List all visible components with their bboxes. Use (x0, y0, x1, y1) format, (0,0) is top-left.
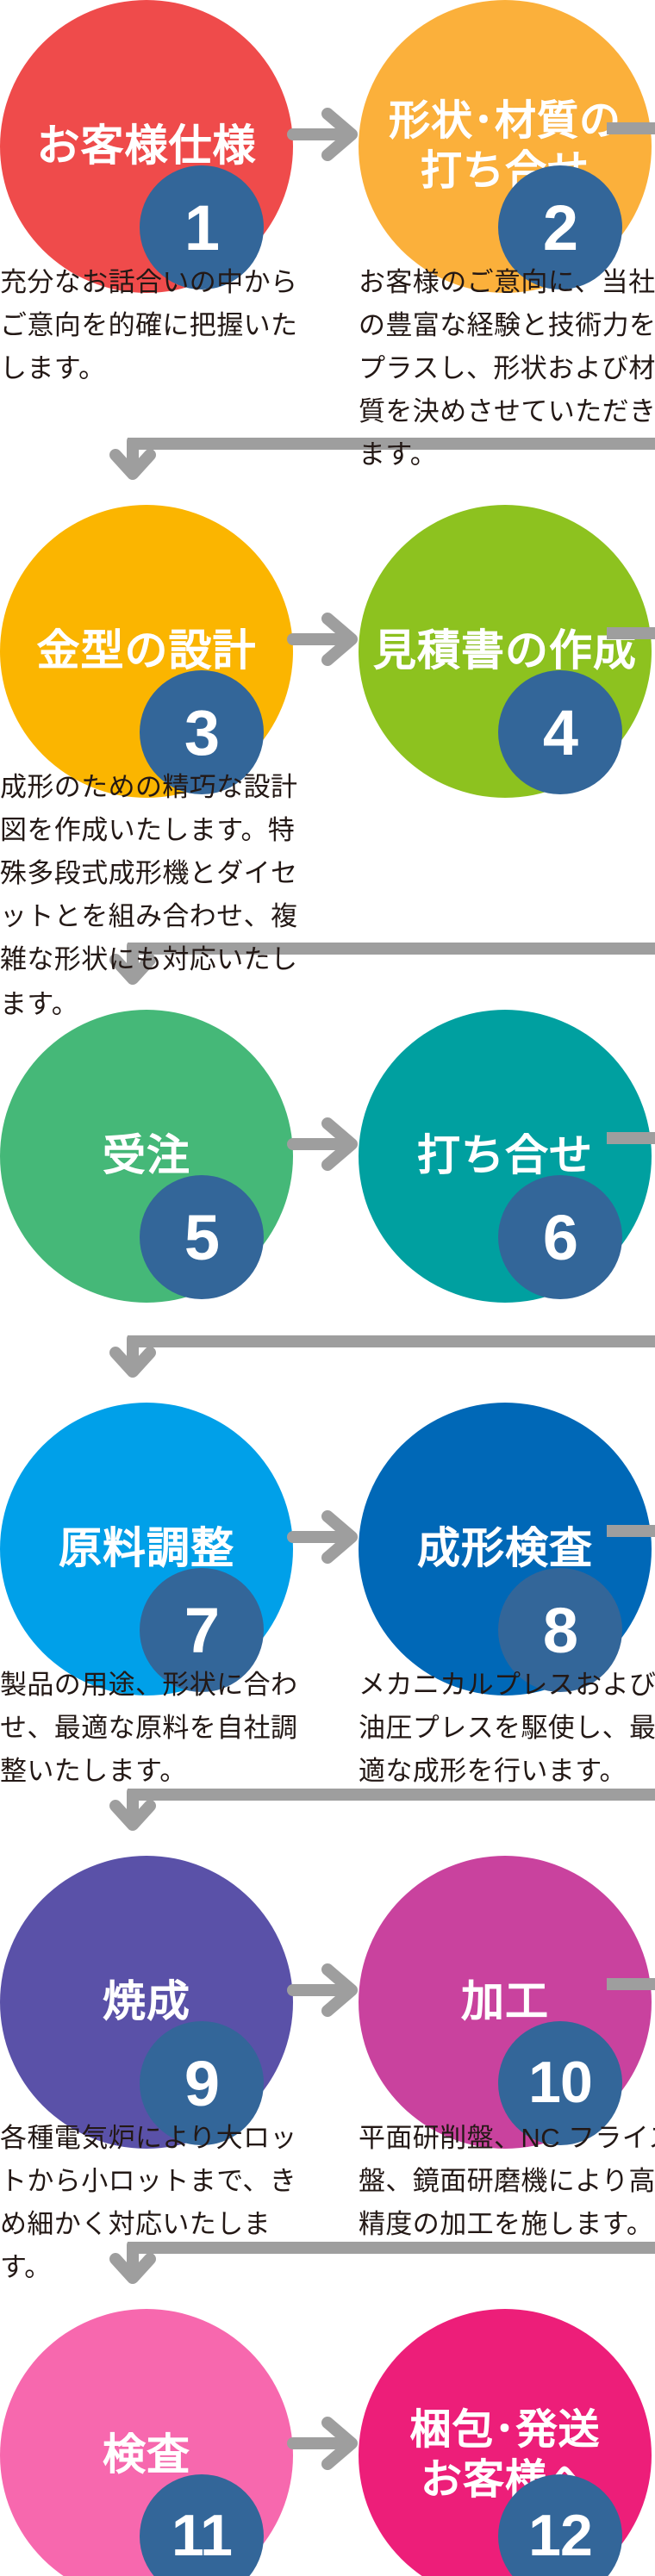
arrow-right-icon-11-12 (286, 2409, 365, 2478)
step-number-5: 5 (184, 1202, 220, 1272)
step-caption-11: 各工程内検査と製品検査での品質への万全な体制は、製品の高い信頼に直結しています。 (0, 2571, 321, 2576)
step-number-9: 9 (184, 2048, 220, 2119)
arrow-down-icon-2 (107, 943, 159, 985)
connector-segment-2b (128, 943, 655, 955)
step-label-4: 見積書の作成 (372, 626, 637, 675)
step-number-4: 4 (542, 697, 578, 768)
step-caption-10: 平面研削盤、NC フライス盤、鏡面研磨機により高精度の加工を施します。 (359, 2125, 655, 2241)
step-badge-10: 10 (498, 2021, 622, 2145)
step-number-12: 12 (528, 2504, 593, 2569)
step-badge-6: 6 (498, 1175, 622, 1299)
arrow-right-icon-7-8 (286, 1503, 365, 1571)
step-label-7: 原料調整 (58, 1524, 234, 1573)
step-label-11: 検査 (102, 2430, 190, 2480)
step-caption-7: 製品の用途、形状に合わせ、最適な原料を自社調整いたします。 (0, 1671, 298, 1788)
arrow-down-icon-1 (107, 438, 159, 480)
step-badge-12: 12 (498, 2474, 622, 2576)
connector-segment-3b (128, 1335, 655, 1347)
step-label-1: お客様仕様 (36, 121, 257, 171)
step-label-3: 金型の設計 (36, 626, 257, 675)
step-caption-9: 各種電気炉により大ロットから小ロットまで、きめ細かく対応いたします。 (0, 2125, 297, 2284)
step-number-7: 7 (184, 1595, 220, 1665)
connector-segment-1b (128, 438, 655, 450)
connector-segment-5a (607, 1978, 655, 2254)
step-caption-8: メカニカルプレスおよび油圧プレスを駆使し、最適な成形を行います。 (359, 1671, 655, 1788)
step-badge-8: 8 (498, 1568, 622, 1692)
connector-segment-4a (607, 1525, 655, 1801)
step-badge-5: 5 (140, 1175, 264, 1299)
arrow-right-icon-9-10 (286, 1956, 365, 2025)
arrow-right-icon-1-2 (286, 100, 365, 169)
connector-segment-4b (128, 1789, 655, 1801)
step-badge-7: 7 (140, 1568, 264, 1692)
arrow-right-icon-5-6 (286, 1110, 365, 1179)
step-number-8: 8 (542, 1595, 578, 1665)
arrow-down-icon-5 (107, 2242, 159, 2284)
step-label-9: 焼成 (102, 1977, 190, 2026)
step-number-6: 6 (542, 1202, 578, 1272)
step-badge-2: 2 (498, 165, 622, 289)
connector-segment-5b (128, 2242, 655, 2254)
connector-segment-3a (607, 1132, 655, 1347)
step-label-8: 成形検査 (416, 1524, 593, 1573)
step-number-1: 1 (184, 192, 220, 263)
step-badge-3: 3 (140, 670, 264, 794)
step-label-6: 打ち合せ (416, 1131, 593, 1180)
step-caption-1: 充分なお話合いの中からご意向を的確に把握いたします。 (0, 269, 298, 385)
step-badge-9: 9 (140, 2021, 264, 2145)
arrow-down-icon-3 (107, 1335, 159, 1378)
step-number-11: 11 (172, 2504, 233, 2569)
step-label-5: 受注 (102, 1131, 190, 1180)
step-number-10: 10 (528, 2050, 593, 2116)
step-badge-4: 4 (498, 670, 622, 794)
step-label-10: 加工 (460, 1977, 549, 2026)
step-badge-11: 11 (140, 2474, 264, 2576)
arrow-right-icon-3-4 (286, 605, 365, 674)
connector-segment-1a (607, 122, 655, 450)
step-number-3: 3 (184, 697, 220, 768)
step-badge-1: 1 (140, 165, 264, 289)
step-number-2: 2 (542, 192, 578, 263)
step-caption-2: お客様のご意向に、当社の豊富な経験と技術力をプラスし、形状および材質を決めさせて… (359, 269, 655, 471)
step-caption-3: 成形のための精巧な設計図を作成いたします。特殊多段式成形機とダイセットとを組み合… (0, 774, 298, 1020)
arrow-down-icon-4 (107, 1789, 159, 1831)
connector-segment-2a (607, 627, 655, 955)
